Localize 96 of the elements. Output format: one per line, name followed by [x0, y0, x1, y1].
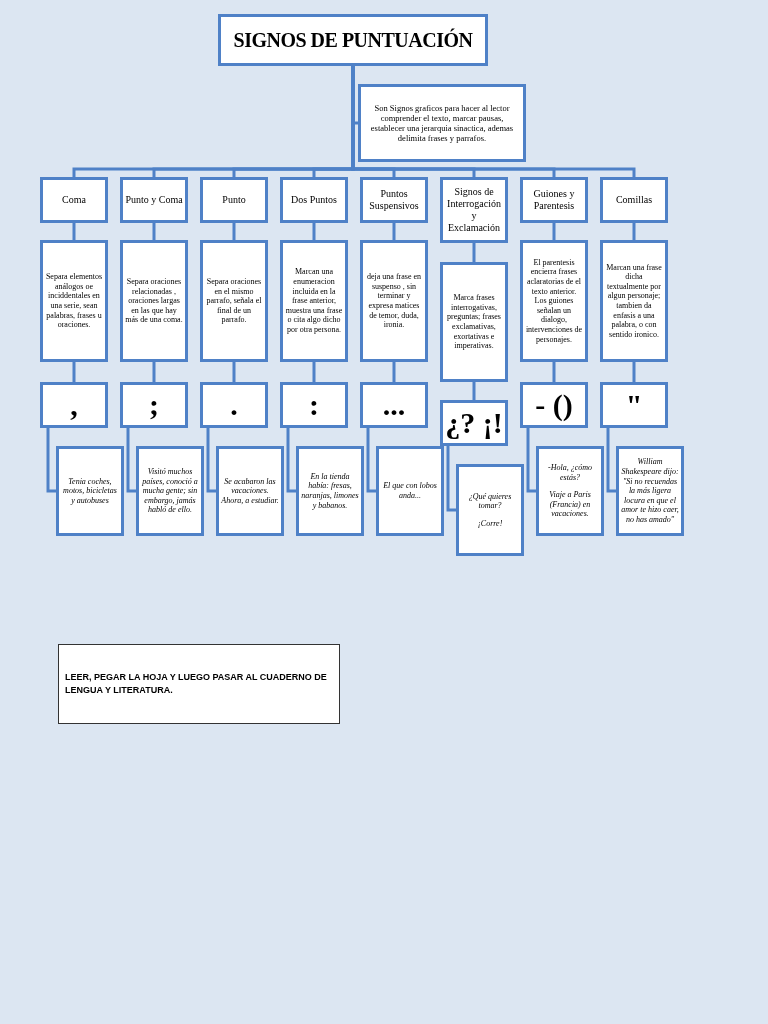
description-box [280, 240, 348, 362]
connector-line [206, 428, 216, 493]
punctuation-symbol: : [309, 390, 319, 420]
example-text: ¡Corre! [477, 518, 503, 529]
example-text: Se acabaron las vacaciones. Ahora, a estudiar. [221, 476, 279, 506]
category-box [360, 177, 428, 223]
symbol-box [440, 400, 508, 446]
category-box [200, 177, 268, 223]
example-text: Tenia coches, motos, bicicletas y autobuses [62, 476, 118, 506]
example-box [296, 446, 364, 536]
connector-line [232, 362, 236, 382]
connector-line [152, 362, 156, 382]
connector-line [552, 223, 556, 240]
category-name: Dos Puntos [291, 194, 337, 206]
symbol-box [120, 382, 188, 428]
connector-line [472, 243, 476, 262]
description-text: Separa elementos análogos oe inciddentales en una serie, sean palabras, frases u oraciones. [45, 272, 103, 330]
title-box [218, 14, 488, 66]
connector-line [606, 428, 616, 493]
example-text: ¿Qué quieres tomar? [467, 491, 513, 511]
description-box [40, 240, 108, 362]
description-text: El parentesis encierra frases aclaratorias de el texto anterior. Los guiones señalan un dialogo, intervenciones de personajes. [525, 257, 583, 345]
symbol-box [280, 382, 348, 428]
example-box [216, 446, 284, 536]
connector-line [392, 362, 396, 382]
symbol-box [40, 382, 108, 428]
description-text: Separa oraciones relacionadas , oraciones largas en las que hay más de una coma. [125, 277, 183, 325]
example-box [616, 446, 684, 536]
connector-line [366, 428, 376, 493]
description-box [200, 240, 268, 362]
connector-line [126, 428, 136, 493]
example-text: Visitó muchos países, conoció a mucha gente; sin embargo, jamás habló de ello. [141, 467, 199, 515]
description-box [520, 240, 588, 362]
symbol-box [200, 382, 268, 428]
example-text: Viaje a Paris (Francia) en vacaciones. [548, 490, 592, 519]
example-text: -Hola, ¿cómo estás? [547, 463, 593, 483]
punctuation-symbol: ... [382, 390, 406, 420]
connector-line [72, 223, 76, 240]
example-box [136, 446, 204, 536]
category-name: Signos de Interrogación y Exclamación [446, 186, 502, 234]
punctuation-symbol: ¿? ¡! [445, 408, 503, 438]
category-name: Comillas [615, 194, 653, 206]
category-box [600, 177, 668, 223]
symbol-box [600, 382, 668, 428]
symbol-box [360, 382, 428, 428]
example-box [376, 446, 444, 536]
connector-line [446, 446, 456, 512]
connector-line [72, 362, 76, 382]
category-name: Coma [62, 194, 86, 206]
connector-line [286, 428, 296, 493]
description-text: Marcan una enumeracion incluida en la frase anterior, muestra una frase o cita algo dicho por otra persona. [285, 267, 343, 335]
connector-line [526, 428, 536, 493]
connector-line [152, 223, 156, 240]
description-box [120, 240, 188, 362]
connector-line [632, 362, 636, 382]
category-box [120, 177, 188, 223]
instruction-box [58, 644, 340, 724]
symbol-box [520, 382, 588, 428]
punctuation-symbol: , [70, 390, 78, 420]
category-name: Punto [222, 194, 246, 206]
category-name: Punto y Coma [125, 194, 183, 206]
example-box [536, 446, 604, 536]
example-text: William Shakespeare dijo: "Si no recuendas la más ligera locura en que el amor te hizo caer, no has amado" [621, 457, 679, 525]
category-name: Guiones y Parentesis [532, 188, 576, 212]
connector-line [312, 223, 316, 240]
example-box [456, 464, 524, 556]
example-text: El que con lobos anda... [382, 481, 438, 501]
description-text: Marca frases interrogativas, preguntas; frases exclamativas, exortativas e imperativas. [446, 293, 502, 351]
punctuation-symbol: ; [149, 390, 159, 420]
punctuation-symbol: - () [535, 390, 573, 420]
category-box [280, 177, 348, 223]
title-text: SIGNOS DE PUNTUACIÓN [233, 30, 473, 50]
description-box [360, 240, 428, 362]
punctuation-symbol: " [625, 390, 643, 420]
category-name: Puntos Suspensivos [368, 188, 420, 212]
description-box [440, 262, 508, 382]
connector-line [392, 223, 396, 240]
description-box [600, 240, 668, 362]
definition-box [358, 84, 526, 162]
connector-line [472, 382, 476, 400]
category-box [40, 177, 108, 223]
connector-line [46, 428, 56, 493]
category-box [520, 177, 588, 223]
description-text: Separa oraciones en el mismo parrafo, señala el final de un parrafo. [205, 277, 263, 325]
connector-line [552, 362, 556, 382]
example-box [56, 446, 124, 536]
instruction-text: LEER, PEGAR LA HOJA Y LUEGO PASAR AL CUADERNO DE LENGUA Y LITERATURA. [65, 670, 328, 697]
definition-text: Son Signos graficos para hacer al lector comprender el texto, marcar pausas, establecer una jerarquia sinactica, ademas delimita frases y parrafos. [369, 102, 515, 144]
description-text: deja una frase en suspenso , sin terminar y expresa matices de temor, duda, ironia. [366, 272, 422, 330]
example-text: En la tienda había: fresas, naranjas, limones y babanos. [301, 471, 359, 511]
connector-line [312, 362, 316, 382]
connector-line [632, 223, 636, 240]
description-text: Marcan una frase dicha textualmente por algun personaje; tambien da enfasis a una palabra, o con sentido ironico. [605, 262, 663, 340]
category-box [440, 177, 508, 243]
punctuation-symbol: . [230, 390, 238, 420]
connector-line [232, 223, 236, 240]
